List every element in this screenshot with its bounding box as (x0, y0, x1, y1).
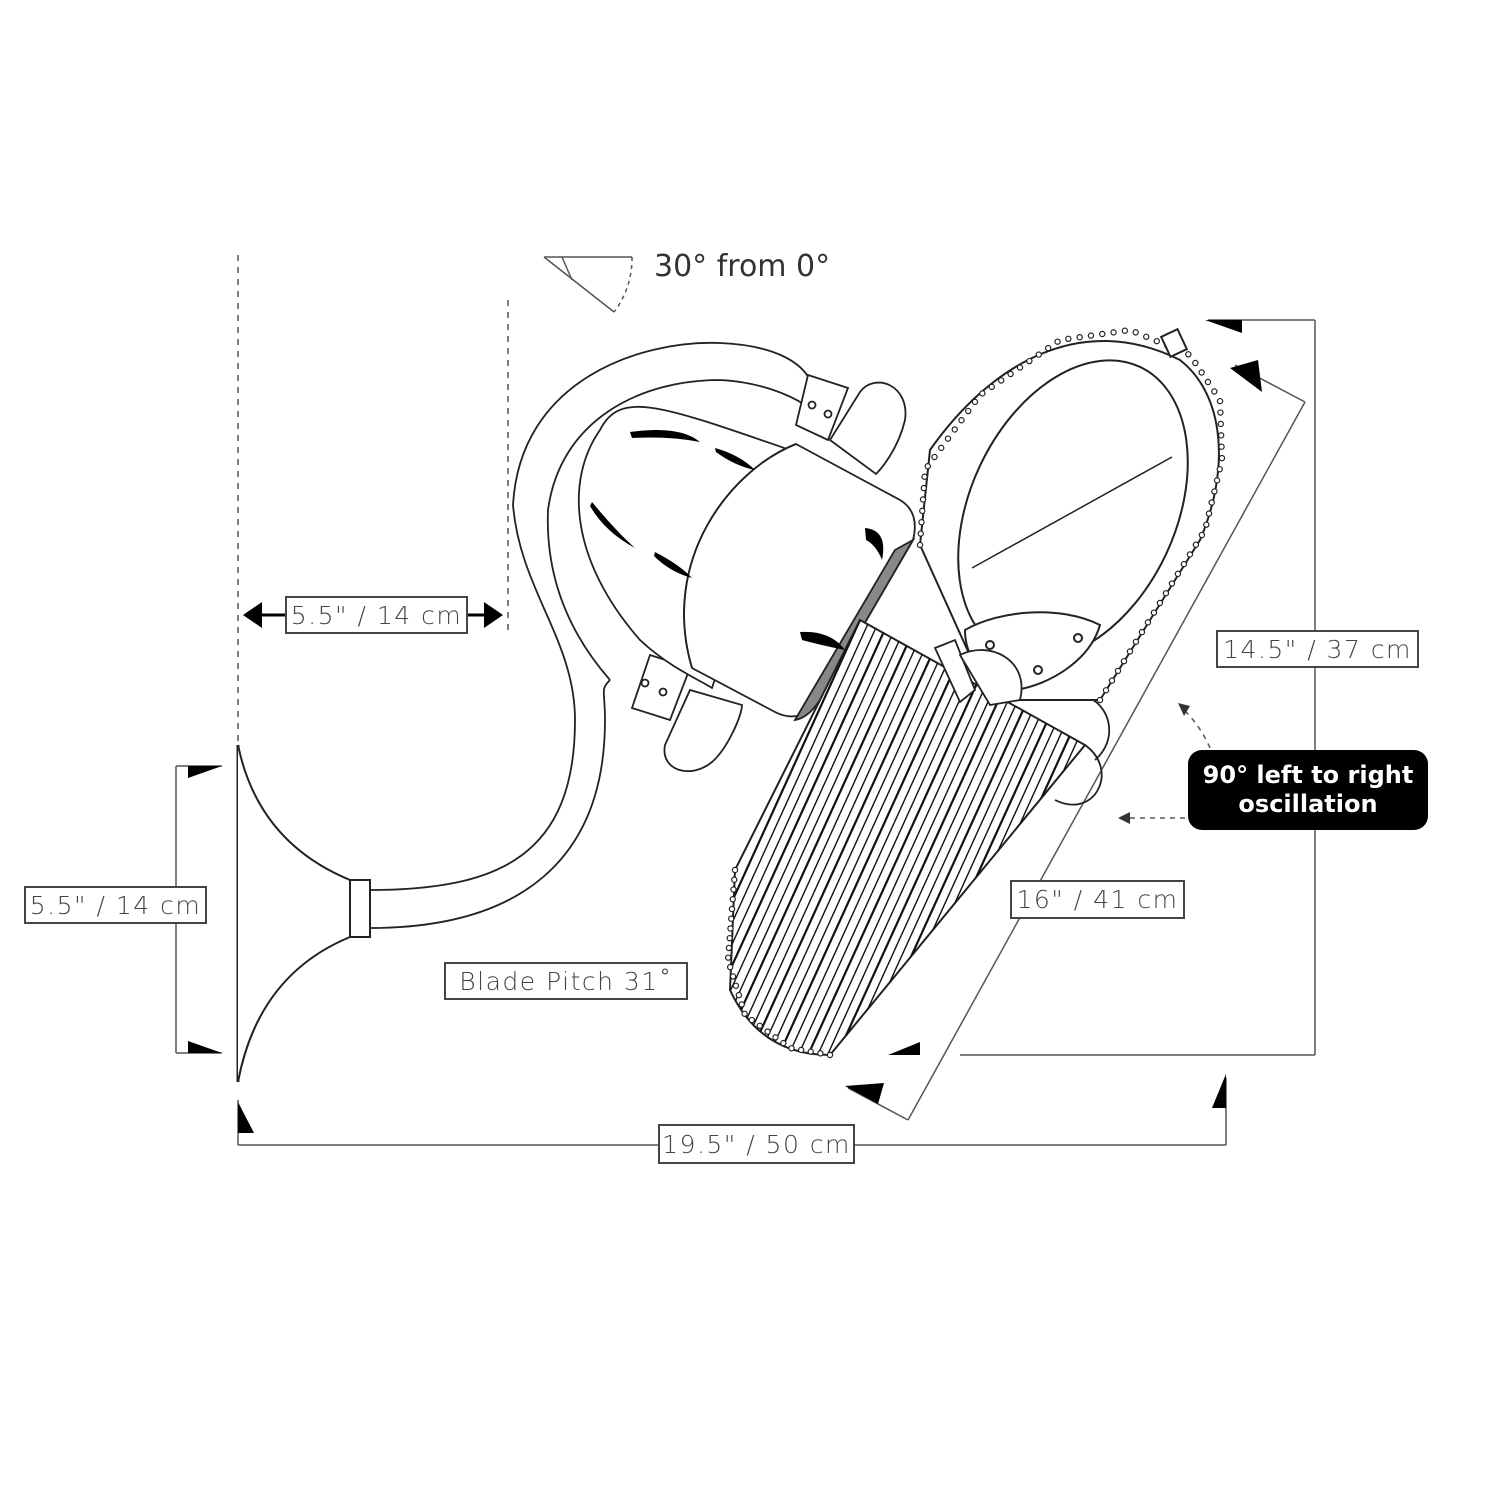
yoke-arm (369, 341, 811, 929)
cage-beads (724, 866, 834, 1059)
arrow-head-icon (1118, 812, 1130, 824)
arm-clip-bottom (630, 653, 743, 772)
arrow-head-icon (1230, 360, 1262, 392)
wall-mount-base (236, 744, 371, 1083)
arrow-right-icon (484, 602, 503, 628)
arrow-head-icon (845, 1083, 884, 1104)
tilt-angle-label: 30° from 0° (654, 249, 831, 284)
head-height-dimension: 14.5" / 37 cm (1216, 630, 1419, 668)
panel-beads (916, 327, 1226, 704)
arrow-head-icon (1205, 320, 1242, 333)
arrow-head-icon (1212, 1074, 1226, 1108)
arrow-head-icon (238, 1102, 254, 1133)
arrow-left-icon (243, 602, 262, 628)
blade-pitch-label: Blade Pitch 31˚ (444, 962, 688, 1000)
oscillation-line-2: oscillation (1238, 790, 1378, 818)
arrow-head-icon (888, 1042, 920, 1055)
head-length-dimension: 16" / 41 cm (1010, 880, 1185, 919)
oscillation-line-1: 90° left to right (1202, 761, 1414, 789)
arm-clip-top (794, 373, 907, 476)
dimension-arrowheads (188, 320, 1262, 1133)
fan-front-panel (916, 327, 1226, 704)
arrow-head-icon (188, 1041, 222, 1053)
total-width-dimension: 19.5" / 50 cm (658, 1124, 855, 1164)
motor-vents (590, 429, 884, 650)
arrow-head-icon (188, 766, 222, 778)
mount-offset-dimension: 5.5" / 14 cm (285, 596, 468, 634)
oscillation-callout: 90° left to right oscillation (1188, 750, 1428, 830)
head-neck-joint (933, 638, 1023, 706)
arrow-head-icon (1178, 703, 1190, 716)
mount-height-dimension: 5.5" / 14 cm (24, 886, 207, 924)
